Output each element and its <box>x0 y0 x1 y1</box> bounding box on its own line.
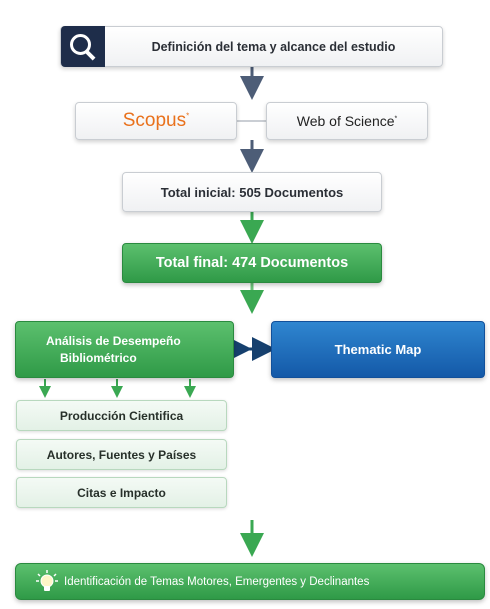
subitem-label: Producción Cientifica <box>59 408 184 423</box>
thematic-map-label: Thematic Map <box>334 342 422 357</box>
final-step-box: Identificación de Temas Motores, Emergen… <box>15 563 485 600</box>
scopus-box: Scopus* <box>75 102 237 140</box>
search-icon <box>61 26 105 67</box>
total-initial-label: Total inicial: 505 Documentos <box>160 184 344 200</box>
performance-label-line1: Análisis de Desempeño <box>46 333 181 348</box>
total-initial-box: Total inicial: 505 Documentos <box>122 172 382 212</box>
total-final-label: Total final: 474 Documentos <box>155 255 349 271</box>
performance-analysis-box: Análisis de Desempeño Bibliométrico <box>15 321 234 378</box>
final-step-label: Identificación de Temas Motores, Emergen… <box>64 575 370 588</box>
total-final-box: Total final: 474 Documentos <box>122 243 382 283</box>
wos-logo: Web of Science* <box>296 113 398 129</box>
subitem-label: Citas e Impacto <box>77 485 166 500</box>
subitem-production: Producción Cientifica <box>16 400 227 431</box>
scopus-logo: Scopus* <box>122 110 190 131</box>
thematic-map-box: Thematic Map <box>271 321 485 378</box>
scope-label: Definición del tema y alcance del estudi… <box>151 39 396 54</box>
scope-box: Definición del tema y alcance del estudi… <box>60 26 443 67</box>
wos-box: Web of Science* <box>266 102 428 140</box>
subitem-authors: Autores, Fuentes y Países <box>16 439 227 470</box>
subitem-citations: Citas e Impacto <box>16 477 227 508</box>
performance-label-line2: Bibliométrico <box>60 350 137 365</box>
subitem-label: Autores, Fuentes y Países <box>46 447 197 462</box>
lightbulb-icon <box>36 569 58 594</box>
